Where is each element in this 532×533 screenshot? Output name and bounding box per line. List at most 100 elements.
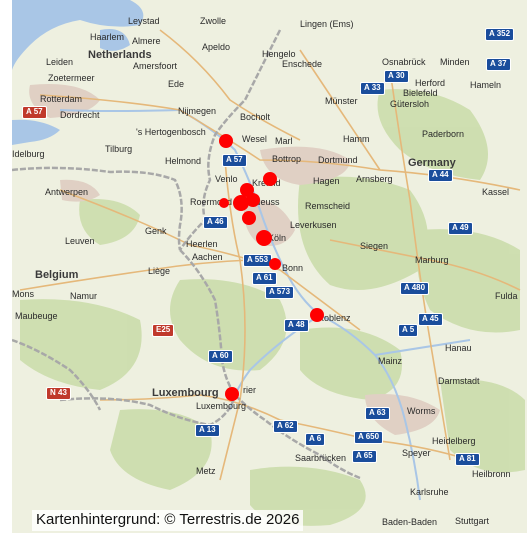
city-label: Kassel bbox=[482, 187, 510, 197]
highway-shield: A 650 bbox=[354, 431, 384, 444]
highway-shield: E25 bbox=[152, 324, 175, 337]
city-label: Hamm bbox=[343, 134, 370, 144]
city-label: Marburg bbox=[415, 255, 449, 265]
city-label: Idelburg bbox=[12, 149, 45, 159]
city-label: Hanau bbox=[445, 343, 472, 353]
city-label: Neuss bbox=[254, 197, 280, 207]
highway-shield: A 573 bbox=[265, 286, 295, 299]
city-label: Siegen bbox=[360, 241, 389, 251]
highway-shield: A 48 bbox=[284, 319, 309, 332]
city-label: Hameln bbox=[470, 80, 502, 90]
highway-shield: A 352 bbox=[485, 28, 515, 41]
country-borders bbox=[12, 29, 361, 480]
highway-shield: A 5 bbox=[398, 324, 419, 337]
city-label: Genk bbox=[145, 226, 167, 236]
city-label: Mainz bbox=[378, 356, 403, 366]
city-label: 's Hertogenbosch bbox=[136, 127, 206, 137]
city-label: Mons bbox=[12, 289, 35, 299]
city-label: Ede bbox=[168, 79, 185, 89]
city-label: Heidelberg bbox=[432, 436, 476, 446]
city-label: Antwerpen bbox=[45, 187, 89, 197]
highway-shield: A 37 bbox=[486, 58, 511, 71]
country-label: Belgium bbox=[35, 269, 79, 281]
city-label: Helmond bbox=[165, 156, 202, 166]
highway-shield: A 62 bbox=[273, 420, 298, 433]
city-label: Apeldo bbox=[202, 42, 231, 52]
map-attribution: Kartenhintergrund: © Terrestris.de 2026 bbox=[32, 510, 304, 531]
highway-shield: A 81 bbox=[455, 453, 480, 466]
highway-shield: A 46 bbox=[203, 216, 228, 229]
location-marker[interactable] bbox=[233, 195, 249, 211]
city-label: Minden bbox=[440, 57, 470, 67]
city-label: rier bbox=[243, 385, 256, 395]
country-label: Luxembourg bbox=[152, 387, 219, 399]
highway-shield: A 61 bbox=[252, 272, 277, 285]
city-label: Hengelo bbox=[262, 49, 296, 59]
highway-shield: A 6 bbox=[305, 433, 326, 446]
city-label: Heilbronn bbox=[472, 469, 511, 479]
location-marker[interactable] bbox=[269, 258, 281, 270]
city-label: Tilburg bbox=[105, 144, 133, 154]
city-label: Heerlen bbox=[186, 239, 218, 249]
city-label: Leystad bbox=[128, 16, 160, 26]
highway-shield: A 553 bbox=[243, 254, 273, 267]
water-bodies bbox=[12, 0, 144, 145]
city-label: Wesel bbox=[242, 134, 267, 144]
highway-shield: A 480 bbox=[400, 282, 430, 295]
city-label: Enschede bbox=[282, 59, 323, 69]
location-marker[interactable] bbox=[242, 211, 256, 225]
highway-shield: A 45 bbox=[418, 313, 443, 326]
location-marker[interactable] bbox=[225, 387, 239, 401]
highway-shield: A 33 bbox=[360, 82, 385, 95]
location-marker[interactable] bbox=[310, 308, 324, 322]
city-label: Bocholt bbox=[240, 112, 271, 122]
city-label: Hagen bbox=[313, 176, 340, 186]
highway-shield: A 57 bbox=[22, 106, 47, 119]
city-label: Herford bbox=[415, 78, 446, 88]
city-label: Worms bbox=[407, 406, 436, 416]
location-marker[interactable] bbox=[256, 230, 272, 246]
location-marker[interactable] bbox=[246, 193, 260, 207]
city-label: Speyer bbox=[402, 448, 431, 458]
city-label: Almere bbox=[132, 36, 161, 46]
city-label: Leverkusen bbox=[290, 220, 337, 230]
city-label: Osnabrück bbox=[382, 57, 426, 67]
city-label: Saarbrücken bbox=[295, 453, 347, 463]
city-label: Karlsruhe bbox=[410, 487, 449, 497]
city-label: Marl bbox=[275, 136, 293, 146]
map-background bbox=[12, 0, 527, 533]
urban-areas bbox=[29, 84, 440, 435]
location-marker[interactable] bbox=[219, 198, 229, 208]
city-label: Baden-Baden bbox=[382, 517, 438, 527]
highway-shield: A 30 bbox=[384, 70, 409, 83]
city-label: Stuttgart bbox=[455, 516, 490, 526]
city-label: Gütersloh bbox=[390, 99, 430, 109]
city-label: Darmstadt bbox=[438, 376, 480, 386]
highway-shield: A 13 bbox=[195, 424, 220, 437]
city-label: Dortmund bbox=[318, 155, 358, 165]
city-label: Bonn bbox=[282, 263, 304, 273]
city-label: Zwolle bbox=[200, 16, 227, 26]
city-label: Bielefeld bbox=[403, 88, 438, 98]
forest-areas bbox=[20, 89, 525, 526]
city-label: Münster bbox=[325, 96, 358, 106]
city-label: Fulda bbox=[495, 291, 518, 301]
highway-shield: A 49 bbox=[448, 222, 473, 235]
city-label: Leuven bbox=[65, 236, 95, 246]
location-marker[interactable] bbox=[219, 134, 233, 148]
city-label: Arnsberg bbox=[356, 174, 393, 184]
city-label: Luxembourg bbox=[196, 401, 247, 411]
location-marker[interactable] bbox=[263, 172, 277, 186]
city-label: Namur bbox=[70, 291, 98, 301]
highway-shield: A 57 bbox=[222, 154, 247, 167]
city-label: Köln bbox=[268, 233, 287, 243]
city-label: Rotterdam bbox=[40, 94, 83, 104]
city-label: Nijmegen bbox=[178, 106, 217, 116]
country-label: Germany bbox=[408, 157, 456, 169]
city-label: Leiden bbox=[46, 57, 74, 67]
highway-shield: N 43 bbox=[46, 387, 71, 400]
city-label: Paderborn bbox=[422, 129, 465, 139]
city-label: Amersfoort bbox=[133, 61, 178, 71]
roads bbox=[19, 29, 521, 481]
